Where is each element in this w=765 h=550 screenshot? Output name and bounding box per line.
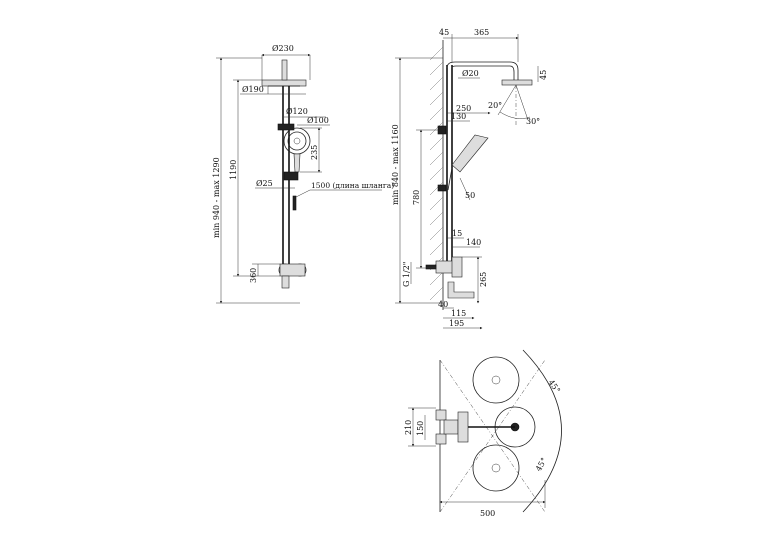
top-mixer-body: [443, 419, 459, 435]
mixer-spout: [281, 275, 290, 289]
top-mixer-handle: [457, 411, 469, 443]
top-hand-shower-position-2: [472, 444, 520, 492]
shower-head-arm: [281, 59, 288, 81]
dim-side-130: 130: [451, 112, 466, 121]
dim-angle-20: 20°: [488, 101, 502, 110]
dim-arm-45: 45: [539, 70, 548, 80]
side-hand-shower-grip: [447, 167, 453, 191]
dim-hand-len: 235: [310, 145, 319, 160]
front-view: Ø230 Ø190 Ø120 Ø100 235 Ø25 1500 (длина …: [212, 44, 394, 304]
top-mixer-inlet-1: [435, 409, 447, 421]
dim-hand-dia-120: Ø120: [286, 107, 308, 116]
dim-top-150: 150: [416, 421, 425, 436]
sliding-holder: [283, 171, 299, 181]
wall-bracket-top: [437, 125, 447, 135]
side-hand-shower: [451, 134, 489, 173]
side-mixer-body: [435, 260, 455, 274]
dim-top-210: 210: [404, 420, 413, 435]
dim-hose-length: 1500 (длина шланга): [311, 181, 394, 190]
dim-top-angle-upper: 45°: [546, 378, 562, 395]
dim-hand-dia-100: Ø100: [307, 116, 329, 125]
dim-arm-dia: Ø20: [462, 69, 479, 78]
hand-shower-handle: [293, 153, 301, 173]
dim-head-dia-top: Ø230: [272, 44, 294, 53]
top-hand-shower-position-1: [472, 356, 520, 404]
wall-hatching: [429, 46, 444, 301]
dim-side-top-45: 45: [439, 28, 449, 37]
dim-side-g12: G 1/2": [402, 262, 411, 288]
dim-side-15: 15: [452, 229, 462, 238]
dim-side-195: 195: [449, 319, 464, 328]
top-view: 210 150 500 45° 45°: [404, 349, 562, 518]
dim-front-1190: 1190: [229, 160, 238, 180]
dim-head-dia-low: Ø190: [242, 85, 264, 94]
overhead-arm: [446, 61, 519, 80]
dim-side-40: 40: [438, 300, 448, 309]
side-inlet: [425, 264, 437, 270]
hose-segment: [292, 195, 297, 211]
mixer-body: [279, 263, 306, 277]
side-view: 45 365 Ø20 45 20° 30° 250 130 min 840 - …: [391, 28, 548, 330]
dim-front-bottom-gap: 360: [249, 268, 258, 283]
dim-side-top-365: 365: [474, 28, 489, 37]
side-mixer-handle: [451, 256, 463, 278]
dim-angle-30: 30°: [526, 117, 540, 126]
dim-side-height-range: min 840 - max 1160: [391, 124, 400, 205]
dim-side-780: 780: [412, 190, 421, 205]
dim-front-height-range: min 940 - max 1290: [212, 157, 221, 238]
side-shower-head: [501, 79, 533, 86]
dim-top-500: 500: [480, 509, 495, 518]
dim-side-115: 115: [451, 309, 466, 318]
dim-pipe-dia: Ø25: [256, 179, 273, 188]
wall-bracket-mid: [437, 184, 447, 192]
side-spout: [447, 281, 475, 299]
angle-arc: [499, 111, 531, 119]
dim-side-140: 140: [466, 238, 481, 247]
dim-side-265: 265: [479, 272, 488, 287]
dim-top-angle-lower: 45°: [534, 456, 549, 473]
top-mixer-inlet-2: [435, 433, 447, 445]
pipe-holder-top: [277, 123, 295, 131]
overhead-shower-head: [261, 79, 307, 87]
dim-side-250: 250: [456, 104, 471, 113]
dim-side-50: 50: [465, 191, 475, 200]
rotation-arc: [522, 349, 562, 513]
